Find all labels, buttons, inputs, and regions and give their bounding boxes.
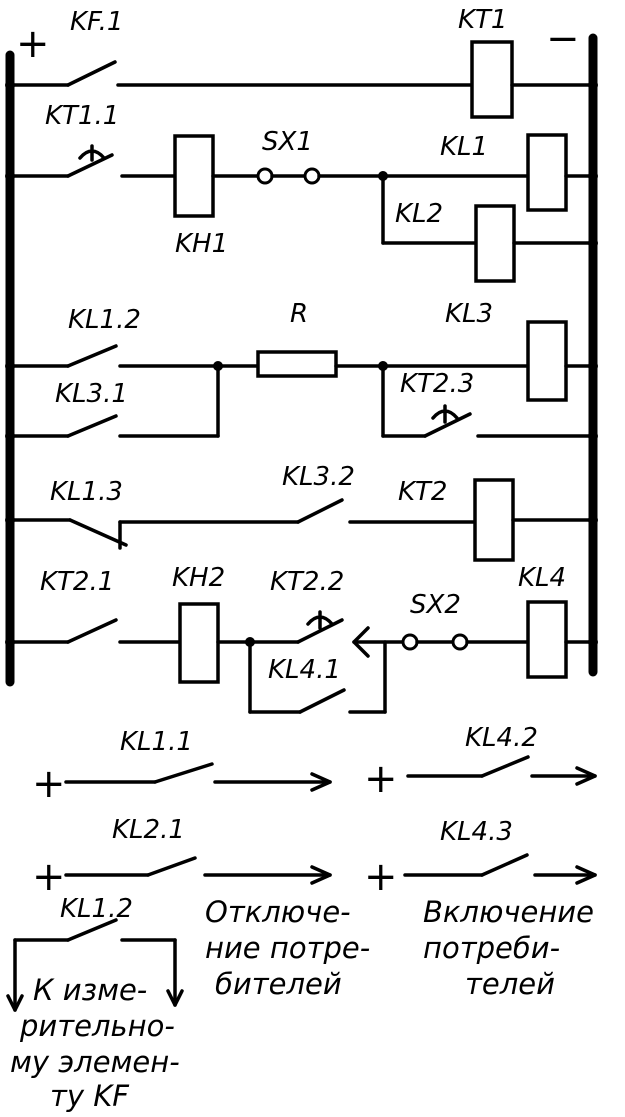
label-kl3-1: KL3.1: [55, 379, 128, 409]
coil-kl4: [526, 600, 568, 679]
label-kl2: KL2: [395, 199, 443, 229]
output-kl4-3: +: [364, 853, 597, 900]
arrow-meas-left: [6, 994, 24, 1012]
button-sx1-right: [303, 167, 321, 185]
resistor-r: [256, 350, 338, 378]
caption-on-line-2: потреби-: [423, 931, 560, 965]
output-kl1-2: [6, 918, 184, 1012]
label-kt2: KT2: [398, 477, 447, 507]
out-plus-1: +: [32, 761, 66, 807]
coil-kh2: [178, 602, 220, 684]
label-kt2-3: KT2.3: [400, 369, 474, 399]
row-kl1-kl2: [5, 133, 598, 283]
button-sx2-left: [401, 633, 419, 651]
label-kl1-3: KL1.3: [50, 477, 123, 507]
row-kt1: [5, 40, 598, 119]
contact-kt2-2: [296, 618, 344, 644]
label-kl4: KL4: [518, 563, 566, 593]
label-kl3-2: KL3.2: [282, 462, 355, 492]
contact-kf1: [66, 60, 117, 87]
label-sx2: SX2: [410, 590, 461, 620]
contact-kl1-2-bottom: [66, 918, 118, 942]
contact-kl4-1: [298, 688, 346, 714]
plus-sign: +: [16, 21, 50, 67]
coil-kl3: [526, 320, 568, 402]
contact-kl4-3: [480, 853, 529, 877]
label-kf1: KF.1: [70, 7, 123, 37]
label-kl1-1: KL1.1: [120, 727, 193, 757]
timer-mark-kt2-3: [431, 404, 459, 424]
label-r: R: [290, 299, 308, 329]
label-kl3: KL3: [445, 299, 493, 329]
label-kh2: KH2: [172, 563, 225, 593]
contact-kl1-2: [66, 344, 118, 368]
output-kl1-1: +: [32, 761, 332, 807]
timer-mark-kt2-2: [306, 610, 334, 630]
row-kl4: [5, 600, 598, 714]
row-kt2: [5, 478, 598, 562]
contact-kt2-1: [66, 618, 118, 644]
caption-off-line-2: ние потре-: [205, 931, 370, 965]
caption-meas-line-3: му элемен-: [10, 1045, 180, 1079]
row-kl3: [5, 320, 598, 441]
output-kl4-2: +: [364, 755, 597, 802]
caption-on-line-3: телей: [465, 967, 555, 1001]
label-kt2-2: KT2.2: [270, 567, 344, 597]
label-kl4-2: KL4.2: [465, 723, 538, 753]
label-kl2-1: KL2.1: [112, 815, 185, 845]
caption-off-line-3: бителей: [215, 967, 342, 1001]
label-sx1: SX1: [262, 127, 313, 157]
label-kl1-2: KL1.2: [68, 305, 141, 335]
caption-on-line-1: Включение: [423, 895, 594, 929]
caption-meas-line-1: К изме-: [33, 973, 147, 1007]
arrow-kl1-1: [310, 772, 332, 792]
arrow-kl4-3: [575, 865, 597, 885]
label-kl1: KL1: [440, 132, 488, 162]
contact-kl3-1: [66, 414, 118, 438]
label-kt1: KT1: [458, 5, 507, 35]
contact-kl1-1: [153, 762, 214, 784]
contact-kl1-3: [68, 518, 128, 547]
contact-kl3-2: [296, 498, 344, 524]
arrow-kl2-1: [310, 865, 332, 885]
label-kt1-1: KT1.1: [45, 101, 119, 131]
contact-kl2-1: [146, 856, 197, 877]
contact-kt2-3: [423, 412, 472, 438]
coil-kt1: [470, 40, 514, 119]
output-kl2-1: +: [32, 854, 332, 900]
contact-kl4-2: [480, 755, 530, 778]
coil-kt2: [473, 478, 515, 562]
caption-meas-line-4: ту KF: [50, 1079, 130, 1113]
caption-off-line-1: Отключе-: [205, 895, 351, 929]
coil-kh1: [173, 134, 215, 218]
button-sx2-right: [451, 633, 469, 651]
coil-kl2: [474, 204, 516, 283]
label-kl1-2-bottom: KL1.2: [60, 894, 133, 924]
timer-mark-kt1-1: [78, 144, 106, 162]
button-sx1-left: [256, 167, 274, 185]
out-plus-2: +: [364, 756, 398, 802]
label-kl4-1: KL4.1: [268, 655, 341, 685]
arrow-kl4-2: [575, 766, 597, 786]
arrow-meas-right: [166, 989, 184, 1007]
label-kh1: KH1: [175, 229, 228, 259]
minus-sign: −: [546, 16, 580, 62]
out-plus-3: +: [32, 854, 66, 900]
caption-meas-line-2: рительно-: [19, 1009, 175, 1043]
label-kl4-3: KL4.3: [440, 817, 513, 847]
out-plus-4: +: [364, 854, 398, 900]
label-kt2-1: KT2.1: [40, 567, 114, 597]
coil-kl1: [526, 133, 568, 212]
